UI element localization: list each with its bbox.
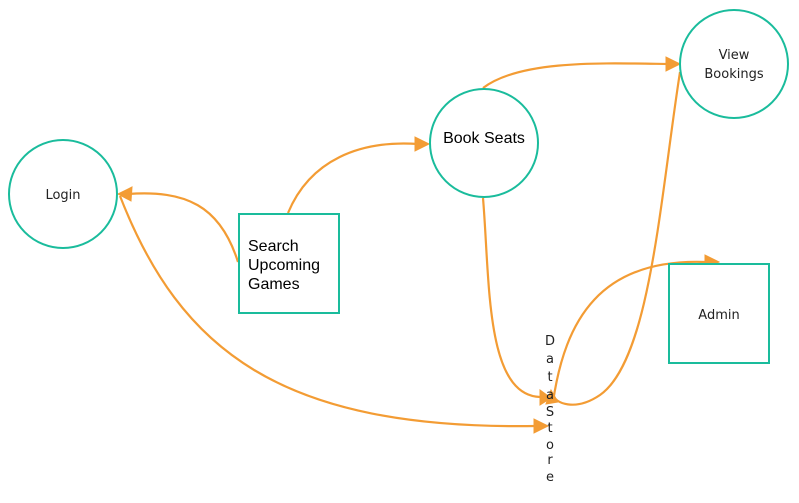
arrowhead-store-1 (539, 389, 552, 406)
edge-book-store (481, 197, 541, 399)
data-store-char-4: a (546, 388, 554, 403)
view-bookings-label-line-2: Bookings (704, 67, 763, 82)
node-data-store[interactable]: D a t a S t o r e (545, 334, 555, 485)
edge-search-login (127, 192, 240, 263)
data-store-char-1: D (545, 334, 555, 349)
login-circle (8, 139, 118, 249)
node-login[interactable]: Login (8, 139, 118, 249)
data-store-char-6: t (547, 421, 552, 436)
node-search-upcoming-games[interactable]: Search Upcoming Games (238, 213, 340, 314)
search-box (238, 213, 340, 314)
login-label: Login (45, 188, 80, 203)
node-admin[interactable]: Admin (668, 263, 770, 364)
data-store-char-2: a (546, 352, 554, 367)
arrowhead-login (116, 186, 133, 202)
edge-login-store (118, 195, 537, 428)
data-store-char-3: t (547, 370, 552, 385)
arrowhead-book (414, 136, 431, 152)
edges (116, 56, 721, 434)
search-label-line-3: Games (248, 276, 300, 293)
data-store-char-8: r (547, 453, 553, 468)
arrowhead-view (665, 56, 682, 72)
edge-book-view (482, 62, 669, 89)
view-bookings-circle (679, 9, 789, 119)
node-view-bookings[interactable]: View Bookings (679, 9, 789, 119)
book-seats-circle (429, 88, 539, 198)
admin-box (668, 263, 770, 364)
book-seats-label: Book Seats (443, 130, 525, 147)
data-store-char-5: S (546, 405, 554, 420)
edge-view-store (551, 71, 682, 406)
view-bookings-label-line-1: View (719, 48, 750, 63)
search-label-line-2: Upcoming (248, 257, 320, 274)
admin-label: Admin (698, 308, 739, 323)
data-store-char-9: e (546, 470, 554, 485)
search-label-line-1: Search (248, 238, 299, 255)
node-book-seats[interactable]: Book Seats (429, 88, 539, 198)
data-store-char-7: o (546, 438, 554, 453)
edge-search-book (286, 142, 419, 214)
arrowhead-store-2 (533, 418, 550, 434)
